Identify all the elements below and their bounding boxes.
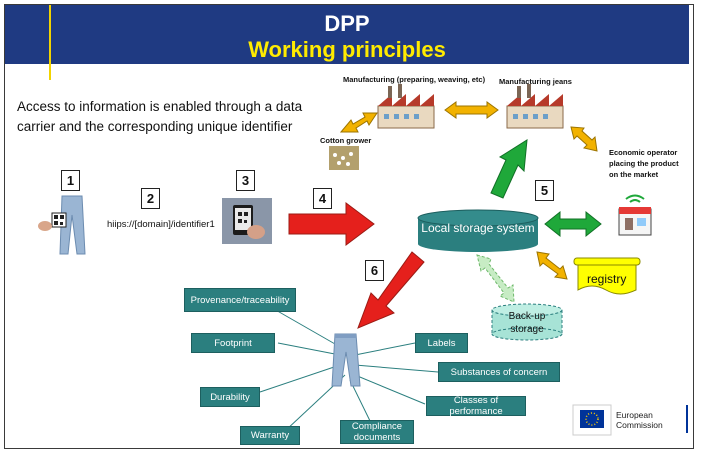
info-box-provenance: Provenance/traceability xyxy=(184,288,296,312)
cotton-field-icon xyxy=(329,146,359,170)
step-2-number: 2 xyxy=(141,188,160,209)
shop-icon xyxy=(618,194,652,236)
registry-scroll xyxy=(573,257,641,295)
header-bar: DPP Working principles xyxy=(5,5,689,64)
yellow-arrow-cotton xyxy=(339,112,378,133)
info-box-substances: Substances of concern xyxy=(438,362,560,382)
backup-storage-cylinder xyxy=(491,303,563,341)
green-arrow-horizontal xyxy=(544,210,602,238)
slide-title: DPP xyxy=(324,11,370,36)
info-box-footprint: Footprint xyxy=(191,333,275,353)
backup-arrow xyxy=(476,254,515,303)
manufacturing-label: Manufacturing (preparing, weaving, etc) xyxy=(343,75,486,84)
info-box-classes-performance: Classes of performance xyxy=(426,395,526,417)
red-arrow-diagonal xyxy=(357,251,425,329)
phone-scanning-icon xyxy=(222,198,272,244)
slide-subtitle: Working principles xyxy=(248,37,446,62)
yellow-arrow-manufacturing xyxy=(444,101,499,119)
registry-label: registry xyxy=(587,272,627,286)
economic-operator-label: Economic operator placing the product on… xyxy=(609,148,679,179)
eu-commission-text: European Commission xyxy=(616,410,663,430)
yellow-arrow-registry xyxy=(536,251,568,280)
step-5-number: 5 xyxy=(535,180,554,201)
identifier-url: hiips://[domain]/identifier1 xyxy=(107,219,215,230)
accent-line xyxy=(49,5,51,80)
backup-storage-label: Back-up storage xyxy=(508,311,546,335)
info-box-warranty: Warranty xyxy=(240,426,300,445)
step-3-number: 3 xyxy=(236,170,255,191)
cotton-grower-label: Cotton grower xyxy=(320,136,372,145)
eu-commission-line1: European xyxy=(616,410,653,420)
green-arrow-up xyxy=(490,139,528,199)
step-1-number: 1 xyxy=(61,170,80,191)
eu-commission-line2: Commission xyxy=(616,420,663,430)
local-storage-label: Local storage system xyxy=(421,221,535,235)
info-box-labels: Labels xyxy=(415,333,468,353)
red-arrow-right xyxy=(288,202,375,246)
yellow-arrow-operator xyxy=(570,126,598,152)
info-box-compliance: Compliance documents xyxy=(340,420,414,444)
factory-icon-jeans xyxy=(506,84,564,129)
intro-text: Access to information is enabled through… xyxy=(17,99,303,134)
step-6-number: 6 xyxy=(365,260,384,281)
jeans-with-qr-icon xyxy=(38,195,86,255)
local-storage-cylinder xyxy=(417,209,539,252)
manufacturing-jeans-label: Manufacturing jeans xyxy=(499,77,572,86)
jeans-product-icon xyxy=(331,333,361,387)
factory-icon-manufacturing xyxy=(377,84,435,129)
eu-logo xyxy=(572,404,612,436)
info-box-durability: Durability xyxy=(200,387,260,407)
step-4-number: 4 xyxy=(313,188,332,209)
